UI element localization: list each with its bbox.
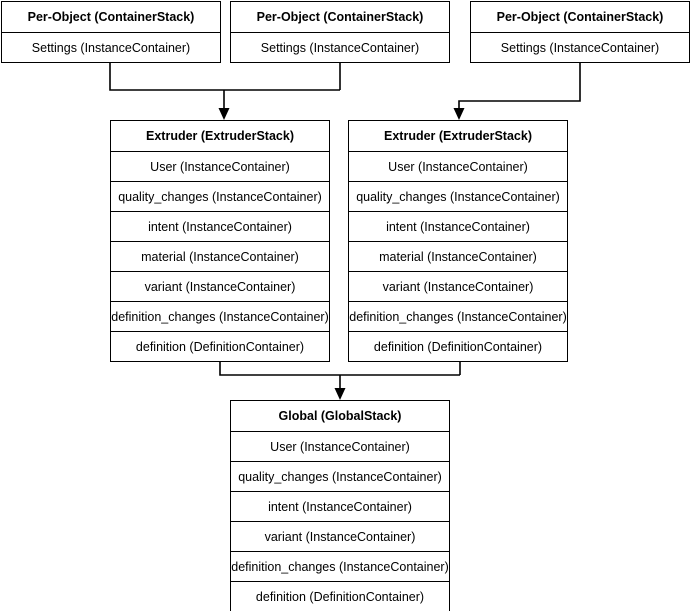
- node-extruder-2-row-user: User (InstanceContainer): [349, 151, 567, 181]
- node-global-row-quality-changes: quality_changes (InstanceContainer): [231, 461, 449, 491]
- edge-per-object-3-to-extruder-2: [458, 60, 581, 112]
- arrowhead-extruder-2: [453, 108, 465, 120]
- node-extruder-1[interactable]: Extruder (ExtruderStack) User (InstanceC…: [110, 120, 330, 362]
- edge-extruder-1-to-global: [219, 360, 460, 376]
- node-per-object-1[interactable]: Per-Object (ContainerStack) Settings (In…: [1, 1, 221, 63]
- node-extruder-1-row-variant: variant (InstanceContainer): [111, 271, 329, 301]
- node-extruder-2[interactable]: Extruder (ExtruderStack) User (InstanceC…: [348, 120, 568, 362]
- node-extruder-1-row-user: User (InstanceContainer): [111, 151, 329, 181]
- node-per-object-3-row-settings: Settings (InstanceContainer): [471, 32, 689, 62]
- node-per-object-1-row-settings: Settings (InstanceContainer): [2, 32, 220, 62]
- arrowhead-global: [334, 388, 346, 400]
- node-global[interactable]: Global (GlobalStack) User (InstanceConta…: [230, 400, 450, 611]
- node-global-row-variant: variant (InstanceContainer): [231, 521, 449, 551]
- node-extruder-1-row-quality-changes: quality_changes (InstanceContainer): [111, 181, 329, 211]
- node-global-row-intent: intent (InstanceContainer): [231, 491, 449, 521]
- node-per-object-1-header: Per-Object (ContainerStack): [27, 10, 195, 24]
- node-per-object-2-header: Per-Object (ContainerStack): [256, 10, 424, 24]
- node-per-object-2-row-settings: Settings (InstanceContainer): [231, 32, 449, 62]
- node-extruder-1-row-definition-changes: definition_changes (InstanceContainer): [111, 301, 329, 331]
- node-extruder-1-row-material: material (InstanceContainer): [111, 241, 329, 271]
- node-per-object-3[interactable]: Per-Object (ContainerStack) Settings (In…: [470, 1, 690, 63]
- node-global-header: Global (GlobalStack): [278, 409, 402, 423]
- node-global-row-definition: definition (DefinitionContainer): [231, 581, 449, 611]
- node-global-row-definition-changes: definition_changes (InstanceContainer): [231, 551, 449, 581]
- node-extruder-2-row-definition: definition (DefinitionContainer): [349, 331, 567, 361]
- node-extruder-1-row-definition: definition (DefinitionContainer): [111, 331, 329, 361]
- node-extruder-1-header: Extruder (ExtruderStack): [146, 129, 294, 143]
- node-per-object-2[interactable]: Per-Object (ContainerStack) Settings (In…: [230, 1, 450, 63]
- edge-per-object-1-to-extruder-1: [109, 60, 340, 91]
- node-extruder-2-row-definition-changes: definition_changes (InstanceContainer): [349, 301, 567, 331]
- node-extruder-1-row-intent: intent (InstanceContainer): [111, 211, 329, 241]
- node-global-row-user: User (InstanceContainer): [231, 431, 449, 461]
- node-extruder-2-row-material: material (InstanceContainer): [349, 241, 567, 271]
- node-extruder-2-header: Extruder (ExtruderStack): [384, 129, 532, 143]
- node-extruder-2-row-intent: intent (InstanceContainer): [349, 211, 567, 241]
- node-extruder-2-row-variant: variant (InstanceContainer): [349, 271, 567, 301]
- arrowhead-extruder-1: [218, 108, 230, 120]
- node-extruder-2-row-quality-changes: quality_changes (InstanceContainer): [349, 181, 567, 211]
- node-per-object-3-header: Per-Object (ContainerStack): [496, 10, 664, 24]
